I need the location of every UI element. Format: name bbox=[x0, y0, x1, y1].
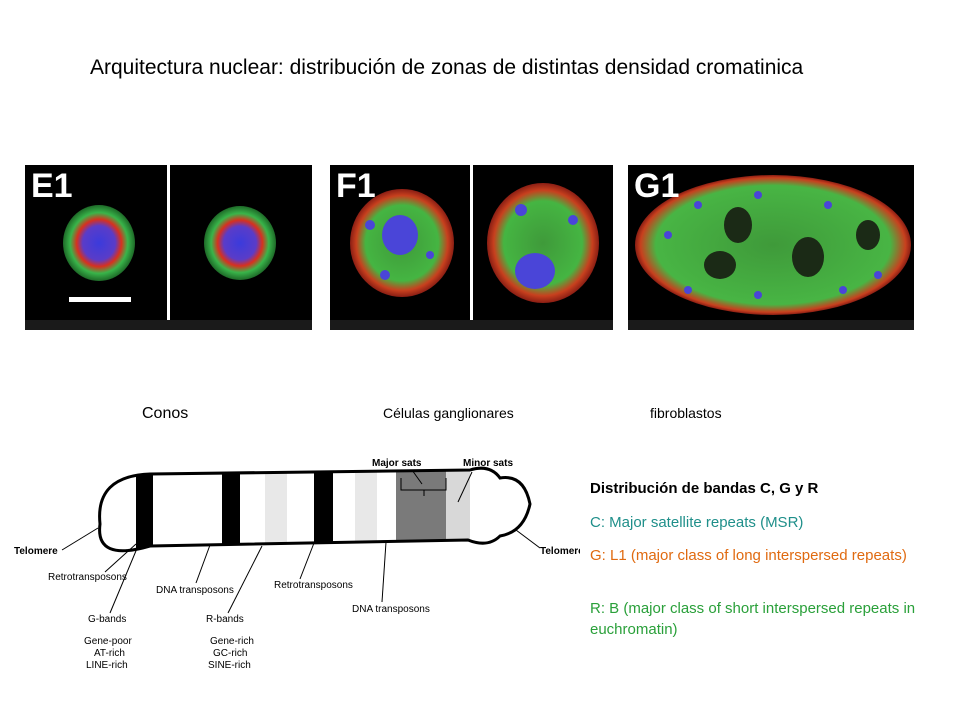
page-title: Arquitectura nuclear: distribución de zo… bbox=[90, 56, 804, 79]
label-dna-transposons-right: DNA transposons bbox=[352, 604, 430, 615]
label-g-3: LINE-rich bbox=[86, 660, 128, 671]
legend-heading: Distribución de bandas C, G y R bbox=[590, 480, 819, 497]
chromosome-diagram: Major sats Minor sats Telomere Telomere … bbox=[14, 458, 580, 671]
label-minor-sats: Minor sats bbox=[463, 458, 513, 469]
micrograph-f1-right bbox=[473, 165, 613, 320]
chromosome-bands bbox=[99, 468, 531, 551]
panel-label-g1: G1 bbox=[634, 167, 680, 205]
caption-fibroblastos: fibroblastos bbox=[650, 405, 722, 421]
label-dna-transposons-left: DNA transposons bbox=[156, 585, 234, 596]
micrograph-e1-left: E1 bbox=[25, 165, 167, 320]
chromosome-outline bbox=[98, 466, 532, 553]
label-g-1: Gene-poor bbox=[84, 636, 132, 647]
nucleus-image bbox=[350, 189, 454, 297]
label-r-1: Gene-rich bbox=[210, 636, 254, 647]
label-telomere-left: Telomere bbox=[14, 546, 58, 557]
label-retrotransposons-left: Retrotransposons bbox=[48, 572, 127, 583]
label-retrotransposons-mid: Retrotransposons bbox=[274, 580, 353, 591]
micrograph-f1-left: F1 bbox=[330, 165, 470, 320]
nucleus-image bbox=[487, 183, 599, 303]
cropped-panel-strip bbox=[628, 320, 914, 330]
legend-r-bands: R: B (major class of short interspersed … bbox=[590, 600, 916, 638]
label-r-3: SINE-rich bbox=[208, 660, 251, 671]
nucleus-image bbox=[63, 205, 135, 302]
micrograph-e1-right bbox=[170, 165, 312, 320]
panel-label-e1: E1 bbox=[31, 167, 73, 205]
legend-c-bands: C: Major satellite repeats (MSR) bbox=[590, 514, 804, 531]
label-telomere-right: Telomere bbox=[540, 546, 580, 557]
label-r-bands: R-bands bbox=[206, 614, 244, 625]
label-r-2: GC-rich bbox=[213, 648, 247, 659]
panel-label-f1: F1 bbox=[336, 167, 376, 205]
major-sats-bracket bbox=[400, 478, 447, 496]
micrograph-g1: G1 bbox=[628, 165, 914, 320]
label-major-sats: Major sats bbox=[372, 458, 422, 469]
label-g-2: AT-rich bbox=[94, 648, 125, 659]
cropped-panel-strip bbox=[330, 320, 613, 330]
nucleus-image bbox=[635, 175, 911, 315]
caption-ganglionares: Células ganglionares bbox=[383, 405, 514, 421]
caption-conos: Conos bbox=[142, 405, 189, 422]
cropped-panel-strip bbox=[25, 320, 312, 330]
legend-g-bands: G: L1 (major class of long interspersed … bbox=[590, 547, 907, 564]
nucleus-image bbox=[204, 206, 276, 280]
scale-bar bbox=[69, 297, 131, 302]
label-g-bands: G-bands bbox=[88, 614, 126, 625]
